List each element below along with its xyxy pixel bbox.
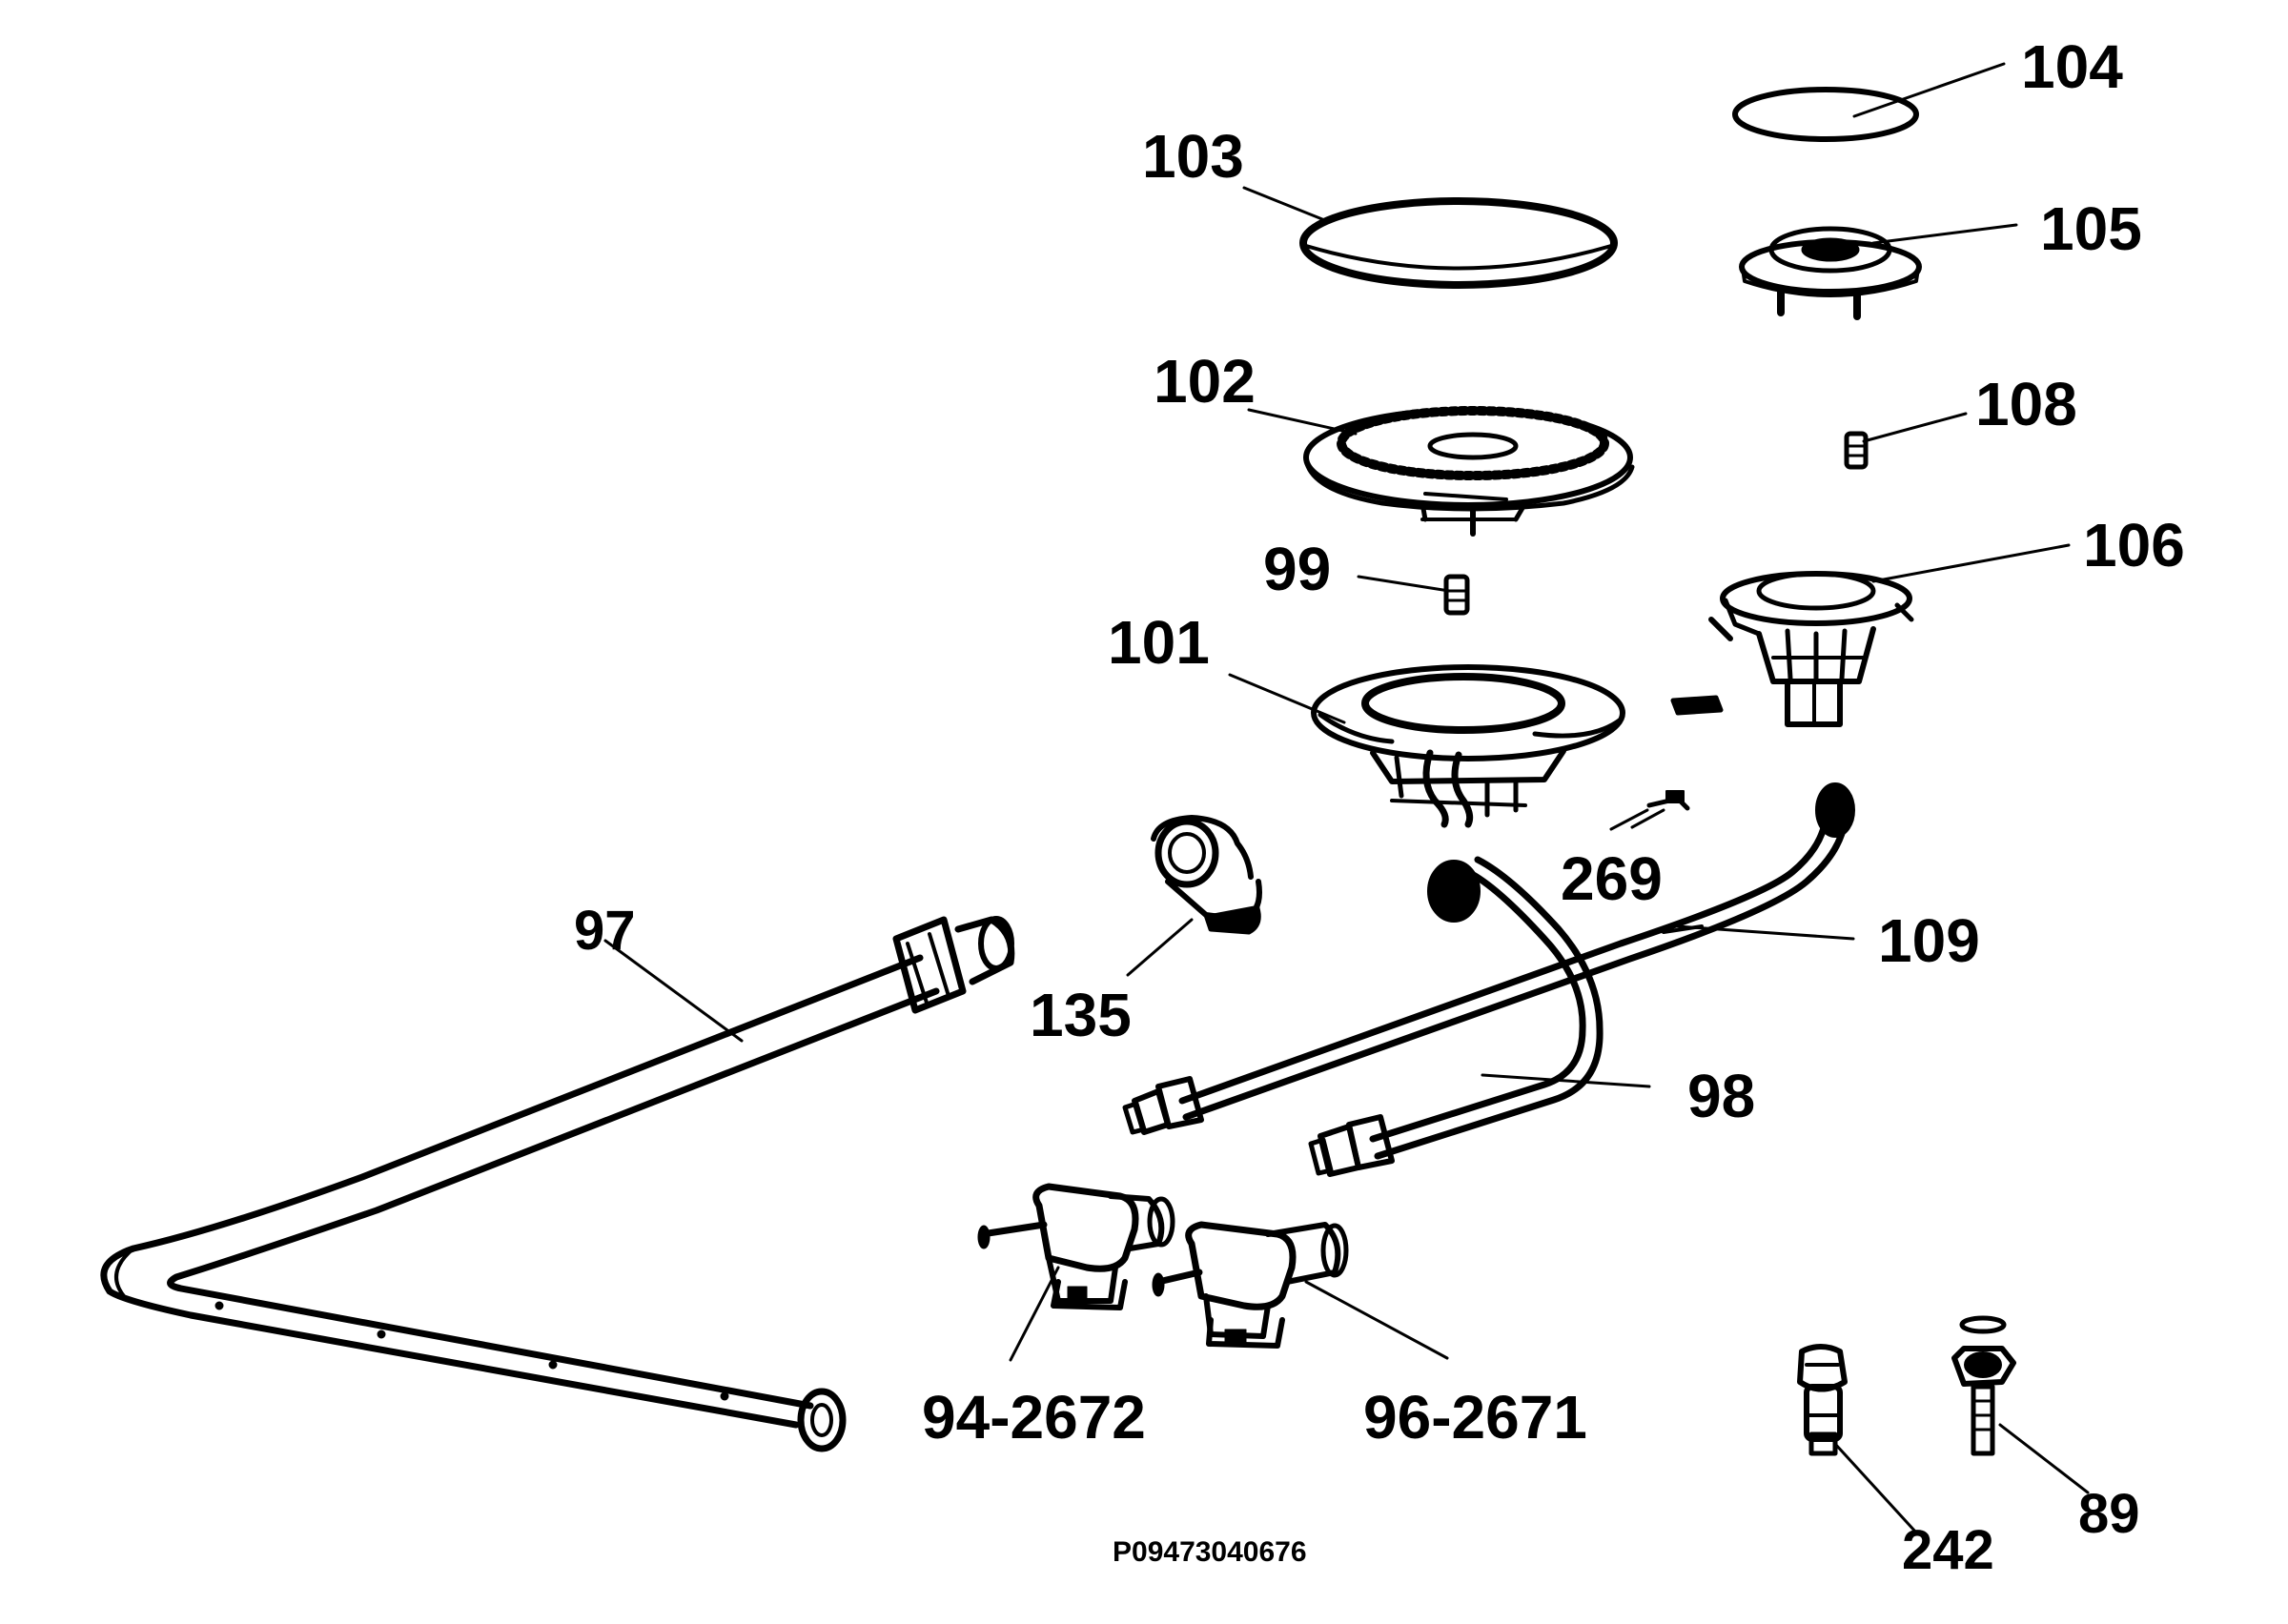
part-103-large-burner-cap [1299,197,1618,289]
label-102: 102 [1154,347,1256,416]
part-105-small-burner-head [1739,226,1922,320]
part-104-small-burner-cap [1732,87,1919,142]
label-103: 103 [1142,122,1244,191]
label-109: 109 [1878,906,1980,975]
part-269-clip [1630,790,1690,829]
part-89-screw [1951,1315,2016,1456]
label-106: 106 [2083,511,2185,579]
part-98-gas-pipe [1308,856,1604,1177]
part-102-large-burner-head [1303,406,1635,537]
part-clip [1670,695,1724,716]
part-94-2672-gas-tap [977,1183,1175,1310]
label-104: 104 [2021,32,2123,101]
label-89: 89 [2078,1483,2140,1545]
label-99: 99 [1263,535,1332,603]
part-135-elbow [1151,815,1262,935]
part-97-manifold-pipe [100,916,1015,1452]
label-269: 269 [1561,844,1663,913]
part-242-pin [1797,1344,1848,1456]
part-101-large-burner-body [1311,664,1625,828]
label-98: 98 [1687,1062,1756,1130]
part-99-injector [1443,574,1470,616]
label-94-2672: 94-2672 [922,1383,1146,1451]
label-101: 101 [1108,608,1210,677]
label-105: 105 [2040,194,2142,263]
label-108: 108 [1975,370,2077,438]
diagram-reference-code: P09473040676 [1113,1536,1307,1568]
part-108-injector [1844,431,1869,470]
label-242: 242 [1902,1519,1994,1581]
part-96-2671-gas-tap [1152,1221,1349,1349]
leader-lines [603,62,2090,1534]
label-97: 97 [574,900,636,962]
label-96-2671: 96-2671 [1363,1383,1587,1451]
part-106-small-burner-body [1708,571,1914,727]
label-135: 135 [1030,981,1132,1049]
